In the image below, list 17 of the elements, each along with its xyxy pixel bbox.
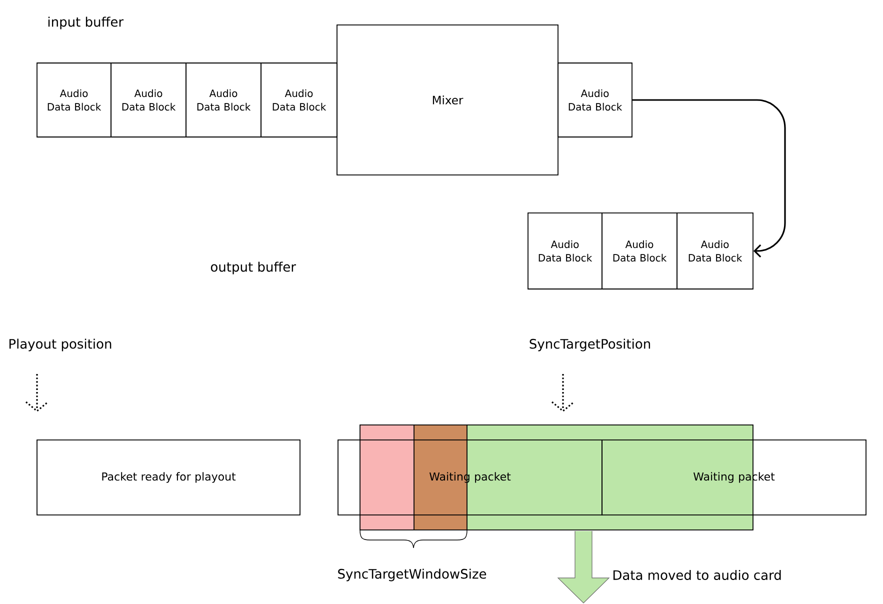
data-block: Audio Data Block: [260, 62, 338, 138]
data-block: Audio Data Block: [558, 62, 632, 138]
data-block: Audio Data Block: [676, 212, 754, 290]
data-block: Audio Data Block: [528, 212, 602, 290]
text-label: Data moved to audio card: [613, 570, 781, 580]
text-label: SyncTargetPosition: [530, 338, 650, 352]
data-block: Audio Data Block: [186, 62, 262, 138]
data-block: Audio Data Block: [110, 62, 186, 138]
text-label: input buffer: [48, 16, 124, 30]
arrow: [632, 99, 786, 258]
packet-box: Packet ready for playout: [36, 440, 300, 516]
data-block: Audio Data Block: [602, 212, 678, 290]
text-label: SyncTargetWindowSize: [338, 568, 486, 582]
data-block: Audio Data Block: [36, 62, 112, 138]
text-label: output buffer: [210, 262, 296, 274]
text-label: Playout position: [9, 338, 112, 352]
mixer-box: Mixer: [336, 24, 558, 176]
